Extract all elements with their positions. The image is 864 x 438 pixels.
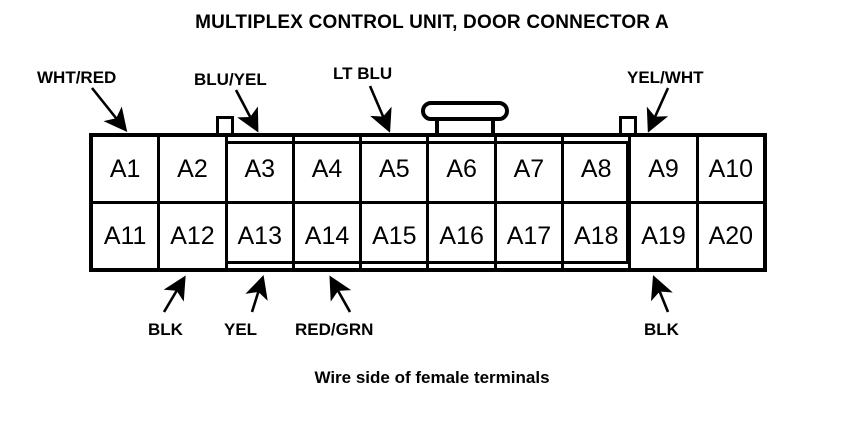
- pin-grid: A1 A2 A3 A4 A5 A6 A7 A8 A9 A10 A11 A12 A…: [93, 137, 763, 268]
- pin-cell-a5[interactable]: A5: [362, 137, 430, 201]
- pin-cell-a4[interactable]: A4: [295, 137, 363, 201]
- wire-label-wht-red: WHT/RED: [37, 68, 117, 87]
- connector-tab-right: [619, 116, 637, 133]
- pin-cell-a13[interactable]: A13: [228, 204, 295, 268]
- pin-cell-a19[interactable]: A19: [631, 204, 699, 268]
- arrow-yel: [245, 275, 268, 313]
- connector-latch: [421, 101, 509, 136]
- wire-label-blu-yel: BLU/YEL: [194, 70, 267, 89]
- pin-cell-a1[interactable]: A1: [93, 137, 161, 201]
- arrow-lt-blu: [368, 85, 392, 133]
- pin-cell-a15[interactable]: A15: [362, 204, 430, 268]
- diagram-caption: Wire side of female terminals: [314, 368, 550, 387]
- arrow-red-grn: [329, 275, 352, 313]
- pin-cell-a17[interactable]: A17: [497, 204, 565, 268]
- wire-label-blk-left: BLK: [148, 320, 183, 339]
- pin-cell-a18[interactable]: A18: [564, 204, 632, 268]
- latch-post-right: [491, 119, 495, 136]
- wire-label-blk-right: BLK: [644, 320, 679, 339]
- arrow-blu-yel: [234, 89, 259, 133]
- wire-label-lt-blu: LT BLU: [333, 64, 393, 83]
- pin-cell-a6[interactable]: A6: [429, 137, 497, 201]
- latch-bar: [421, 101, 509, 121]
- pin-cell-a20[interactable]: A20: [708, 221, 754, 250]
- arrow-wht-red: [90, 87, 128, 133]
- pin-cell-a8[interactable]: A8: [564, 137, 632, 201]
- pin-cell-a14[interactable]: A14: [295, 204, 363, 268]
- wire-label-red-grn: RED/GRN: [295, 320, 374, 339]
- pin-cell-a2[interactable]: A2: [160, 137, 228, 201]
- pin-row-top: A1 A2 A3 A4 A5 A6 A7 A8 A9 A10: [93, 137, 763, 204]
- arrow-blk-left: [162, 275, 186, 313]
- pin-cell-a11[interactable]: A11: [93, 204, 161, 268]
- arrow-blk-right: [651, 275, 673, 313]
- connector-body: A1 A2 A3 A4 A5 A6 A7 A8 A9 A10 A11 A12 A…: [89, 133, 767, 272]
- connector-tab-left: [216, 116, 234, 133]
- arrow-yel-wht: [646, 87, 670, 133]
- wire-label-yel: YEL: [224, 320, 258, 339]
- latch-post-left: [435, 119, 439, 136]
- wire-label-yel-wht: YEL/WHT: [627, 68, 704, 87]
- pin-cell-a16[interactable]: A16: [429, 204, 497, 268]
- pin-cell-a10[interactable]: A10: [708, 154, 754, 183]
- pin-row-bottom: A11 A12 A13 A14 A15 A16 A17 A18 A19 A20: [93, 204, 763, 268]
- pin-cell-a3[interactable]: A3: [228, 137, 295, 201]
- page-title: MULTIPLEX CONTROL UNIT, DOOR CONNECTOR A: [195, 12, 669, 33]
- pin-cell-a9[interactable]: A9: [631, 137, 699, 201]
- pin-cell-a12[interactable]: A12: [160, 204, 228, 268]
- pin-cell-a7[interactable]: A7: [497, 137, 565, 201]
